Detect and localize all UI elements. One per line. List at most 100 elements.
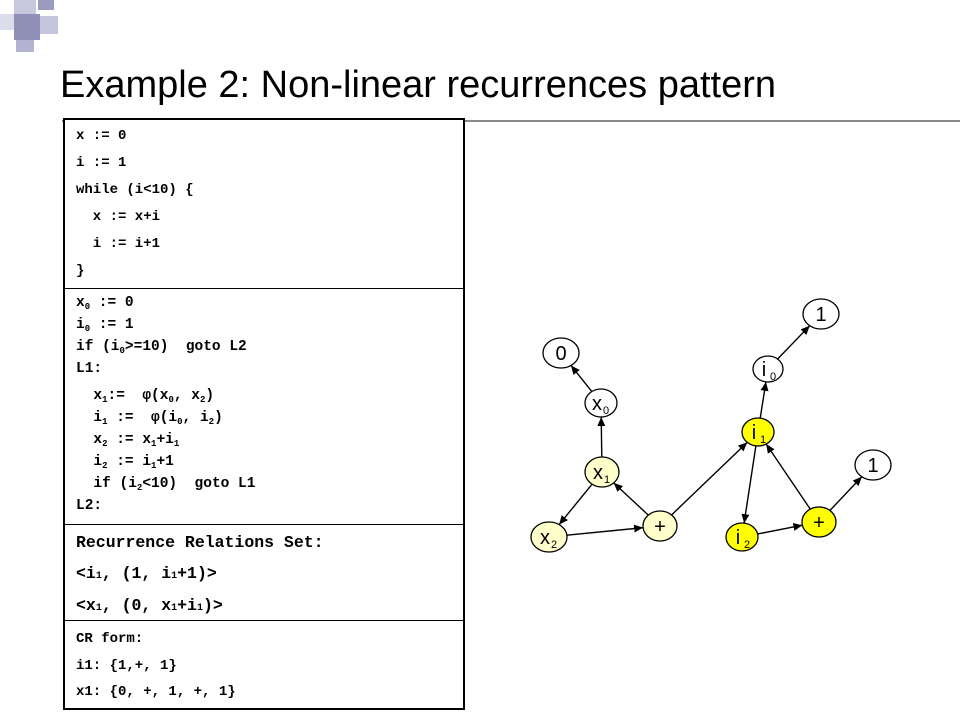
node-shape xyxy=(530,521,568,553)
node-label: x xyxy=(593,462,603,484)
subscript: 0 xyxy=(119,346,125,356)
edge-x2-plus1 xyxy=(566,524,644,536)
code-text: L2: xyxy=(76,498,103,514)
code-text: i xyxy=(76,317,85,333)
code-text: )> xyxy=(202,596,223,615)
node-shape xyxy=(642,510,678,542)
node-label: 1 xyxy=(867,455,878,477)
node-shape xyxy=(802,298,840,330)
code-text: +i xyxy=(156,432,174,448)
node-label: i xyxy=(762,359,766,381)
subscript: 2 xyxy=(136,483,143,493)
subscript: 0 xyxy=(84,302,91,312)
code-text: , i xyxy=(182,410,209,426)
code-text: x xyxy=(76,295,85,311)
code-line: x2 := x1+i1 xyxy=(76,432,179,449)
node-subscript: 2 xyxy=(551,539,557,551)
node-subscript: 1 xyxy=(760,434,766,446)
node-subscript: 2 xyxy=(744,539,750,551)
node-shape xyxy=(584,456,620,488)
node-label: + xyxy=(813,512,825,534)
node-shape xyxy=(725,522,759,552)
recurrence-relations-section: Recurrence Relations Set:<i1, (1, i1+1)>… xyxy=(65,524,463,620)
edge-i1-i0 xyxy=(759,381,769,419)
subscript: 2 xyxy=(208,417,215,427)
code-text: L1: xyxy=(76,361,103,377)
code-text: <x xyxy=(76,596,96,615)
code-line: L1: xyxy=(76,361,102,377)
code-text: +1 xyxy=(156,454,174,470)
code-line: <x1, (0, x1+i1)> xyxy=(76,596,223,615)
code-line: i0 := 1 xyxy=(76,317,134,334)
subscript: 2 xyxy=(102,439,108,449)
node-shape xyxy=(584,388,618,418)
code-line: i := 1 xyxy=(76,155,127,171)
code-text: x xyxy=(76,432,103,448)
subscript: 0 xyxy=(84,324,91,334)
code-line: i1 := φ(i0, i2) xyxy=(76,410,223,427)
code-text: := φ(i xyxy=(107,410,178,426)
code-line: CR form: xyxy=(76,631,144,647)
subscript: 1 xyxy=(102,417,108,427)
node-label: x xyxy=(540,527,550,549)
code-text: , (1, i xyxy=(101,564,172,583)
code-text: , (0, x xyxy=(101,596,172,615)
code-line: x := x+i xyxy=(76,209,161,225)
code-line: x := 0 xyxy=(76,128,127,144)
code-line: i1: {1,+, 1} xyxy=(76,658,177,674)
code-line: i := i+1 xyxy=(76,236,161,252)
edge-x1-x2 xyxy=(558,483,593,526)
code-text: >=10) goto L2 xyxy=(124,339,247,355)
node-c0: 0 xyxy=(542,337,580,369)
subscript: 2 xyxy=(199,395,206,405)
code-text: Recurrence Relations Set: xyxy=(76,533,324,552)
code-line: if (i2<10) goto L1 xyxy=(76,476,256,493)
code-text: <i xyxy=(76,564,96,583)
code-text: +1)> xyxy=(177,564,217,583)
node-label: i xyxy=(736,527,740,549)
node-subscript: 0 xyxy=(603,405,609,417)
node-shape xyxy=(854,449,892,481)
node-shape xyxy=(801,506,837,538)
node-subscript: 1 xyxy=(604,474,610,486)
code-text: ) xyxy=(214,410,223,426)
code-text: := 0 xyxy=(90,295,134,311)
code-text: := φ(x xyxy=(107,388,169,404)
node-plus1: + xyxy=(642,510,678,542)
code-text: := x xyxy=(107,432,152,448)
code-text: <10) goto L1 xyxy=(142,476,256,492)
code-text: , x xyxy=(173,388,200,404)
code-line: x1:= φ(x0, x2) xyxy=(76,388,214,405)
node-shape xyxy=(752,355,784,383)
subscript: 0 xyxy=(177,417,183,427)
node-label: + xyxy=(654,516,666,538)
subscript: 1 xyxy=(95,571,102,582)
edge-plus2-c1b xyxy=(829,476,863,511)
subscript: 1 xyxy=(151,461,157,471)
node-subscript: 0 xyxy=(770,371,776,383)
code-line: Recurrence Relations Set: xyxy=(76,533,324,552)
code-text: i xyxy=(76,454,103,470)
code-text: x xyxy=(76,388,103,404)
subscript: 1 xyxy=(196,603,203,614)
node-plus2: + xyxy=(801,506,837,538)
code-text: if (i xyxy=(76,476,137,492)
code-text: := i xyxy=(107,454,152,470)
code-line: x0 := 0 xyxy=(76,295,134,312)
code-line: if (i0>=10) goto L2 xyxy=(76,339,247,356)
subscript: 1 xyxy=(151,439,157,449)
edge-x1-x0 xyxy=(597,416,606,458)
subscript: 1 xyxy=(102,395,108,405)
node-label: 1 xyxy=(815,304,826,326)
node-shape xyxy=(542,337,580,369)
node-c1a: 1 xyxy=(802,298,840,330)
code-text: +i xyxy=(177,596,197,615)
edge-plus1-i1 xyxy=(671,441,748,516)
